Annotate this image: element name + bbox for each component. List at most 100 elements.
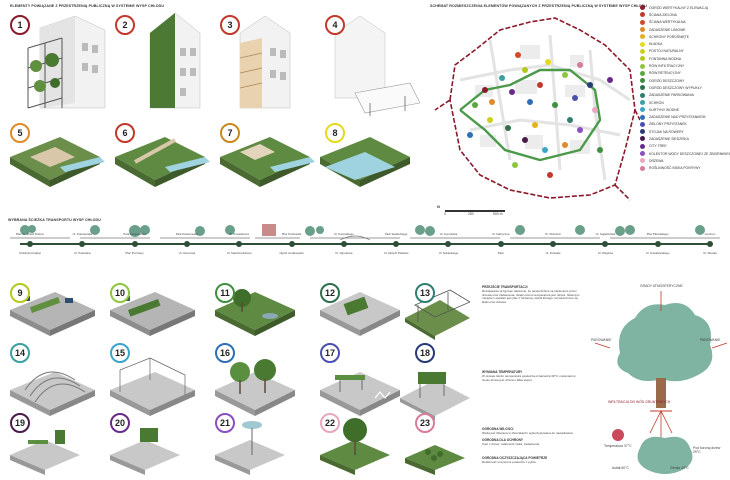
legend-label: SCHRON	[649, 100, 664, 105]
tree-diagram	[594, 291, 728, 474]
element-badge-6: 6	[115, 123, 135, 143]
element-badge-5: 5	[10, 123, 30, 143]
building-2-illustration	[149, 12, 201, 109]
route-stop	[602, 241, 609, 247]
legend-label: KURTYNY WODNE	[649, 107, 680, 112]
tree-right-label: PAROWANIE	[700, 338, 721, 342]
scale-bar: N 0 250 500 m	[437, 204, 517, 218]
scheme-heading: SCHEMAT ROZMIESZCZENIA ELEMENTÓW POWIĄZA…	[430, 4, 647, 8]
legend-label: KŁADKA	[649, 42, 663, 47]
legend-item: ZADASZENIE PARKOWANIA	[640, 92, 730, 99]
route-label-top: Ul. Konarskiego	[333, 232, 354, 236]
tree-left-label: PAROWANIE	[591, 338, 612, 342]
route-line	[20, 243, 710, 245]
element-badge-16: 16	[215, 343, 235, 363]
legend-label: RÓW INFILTRACYJNY	[649, 64, 685, 69]
legend-item: KŁADKA	[640, 40, 730, 47]
legend-label: ŚCIANA ZIELONA	[649, 12, 677, 17]
route-stop	[445, 241, 452, 247]
legend-item: OGRÓD DESZCZOWY	[640, 77, 730, 84]
legend-item: ŚCIANA WERTYKALNA	[640, 19, 730, 26]
legend-swatch	[640, 78, 645, 84]
element-badge-9: 9	[10, 283, 30, 303]
route-label-top: Pl. Powstańców	[229, 232, 250, 236]
legend-swatch	[640, 92, 645, 98]
legend-item: RÓW RETENCYJNY	[640, 70, 730, 77]
route-stop	[288, 241, 295, 247]
tree-ground-left: Asfalt 60°C	[612, 466, 629, 470]
legend-swatch	[640, 136, 645, 142]
slab-12-illustration	[320, 292, 400, 336]
slab-7-illustration	[220, 137, 315, 187]
slab-5-illustration	[10, 137, 105, 187]
slab-23-illustration	[405, 445, 465, 475]
legend-swatch	[640, 41, 645, 47]
slab-22-illustration	[320, 418, 390, 475]
element-badge-3: 3	[220, 15, 240, 35]
slab-15-illustration	[110, 357, 195, 416]
text-section-title: OGRODNA DLA OCHRONY	[482, 438, 524, 442]
text-section-body: Cień z drzew, roślinność niska, zadaszen…	[482, 442, 540, 446]
text-section-body: Rozwiązanie przyjmuje założenie, że powi…	[482, 289, 580, 305]
legend-label: CITY TREE	[649, 144, 667, 149]
legend-label: DRZEWA	[649, 158, 664, 163]
legend-item: STOJAK NA ROWERY	[640, 128, 730, 135]
element-badge-23: 23	[415, 413, 435, 433]
route-stop	[183, 241, 190, 247]
legend-label: SCHRONY POROŚNIĘTE	[649, 34, 690, 39]
tree-ground-right: Ziemia 29°C	[670, 466, 689, 470]
slab-11-illustration	[215, 289, 295, 336]
legend-item: OGRÓD WERTYKALNY Z ELEWACJĄ	[640, 4, 730, 11]
slab-6-illustration	[115, 137, 210, 187]
legend-label: OGRÓD DESZCZOWY WYPUKŁY	[649, 85, 702, 90]
legend-label: ZIELONY PRZYSTANEK	[649, 122, 687, 127]
legend-swatch	[640, 129, 645, 135]
legend-item: POSTÓJ NATURALNY	[640, 48, 730, 55]
slab-16-illustration	[215, 359, 295, 416]
element-badge-17: 17	[320, 343, 340, 363]
legend-label: KOLEKTOR WODY DESZCZOWEJ ZE ZBIORNIKIEM	[649, 151, 730, 156]
element-badge-15: 15	[110, 343, 130, 363]
legend-item: ZADASZENIE NAD PRZYSTANKIEM	[640, 113, 730, 120]
legend-label: STOJAK NA ROWERY	[649, 129, 684, 134]
route-label-bottom: Dzielnica Książąt	[19, 251, 41, 255]
route-label-bottom: Ul. Staszica Zielona	[226, 251, 252, 255]
legend-swatch	[640, 121, 645, 127]
north-arrow: N	[437, 204, 440, 209]
element-badge-11: 11	[215, 283, 235, 303]
scale-zero: 0	[444, 212, 446, 216]
legend-item: ROŚLINNOŚĆ NISKA POKRYWY	[640, 165, 730, 172]
route-label-bottom: Ul. Podwalna	[74, 251, 91, 255]
route-label-bottom: Ogród Jordanowski	[279, 251, 304, 255]
route-stop	[707, 241, 713, 247]
legend-label: ZADASZENIE PARKOWANIA	[649, 93, 694, 98]
text-section-body: Roślinność oczyszcza powietrze z pyłów.	[482, 460, 537, 464]
route-stop	[654, 241, 661, 247]
route-label-bottom: Ul. Ogrodowa	[335, 251, 353, 255]
route-label-bottom: Ul. Wspólna	[597, 251, 613, 255]
building-3-illustration	[239, 15, 291, 109]
city-map	[434, 17, 640, 201]
legend-label: ZADASZENIE LINIOWE	[649, 27, 686, 32]
legend-swatch	[640, 107, 645, 113]
route-label-bottom: Ul. Owocowa	[178, 251, 196, 255]
scale-line	[445, 210, 505, 212]
legend-swatch	[640, 158, 645, 164]
tree-temp-left: Temperatura 37°C	[604, 444, 632, 448]
text-section-title: OGRODNA WILGOCI	[482, 427, 514, 431]
map-legend: OGRÓD WERTYKALNY Z ELEWACJĄ ŚCIANA ZIELON…	[640, 4, 730, 172]
slab-18-illustration	[400, 372, 470, 420]
route-label-bottom: Ul. Złotych Piasków	[383, 251, 409, 255]
legend-label: OGRÓD WERTYKALNY Z ELEWACJĄ	[649, 5, 709, 10]
legend-label: ZADASZENIE SIEDZISKA	[649, 136, 689, 141]
element-badge-4: 4	[325, 15, 345, 35]
element-badge-19: 19	[10, 413, 30, 433]
route-label-top: Ul. Fabryczna	[492, 232, 510, 236]
building-4-illustration	[334, 15, 420, 116]
element-badge-21: 21	[215, 413, 235, 433]
slab-19-illustration	[10, 430, 80, 475]
legend-item: OGRÓD DESZCZOWY WYPUKŁY	[640, 84, 730, 91]
legend-swatch	[640, 34, 645, 40]
route-label-top: Plac Kościuszki	[281, 232, 302, 236]
slab-20-illustration	[110, 428, 180, 475]
